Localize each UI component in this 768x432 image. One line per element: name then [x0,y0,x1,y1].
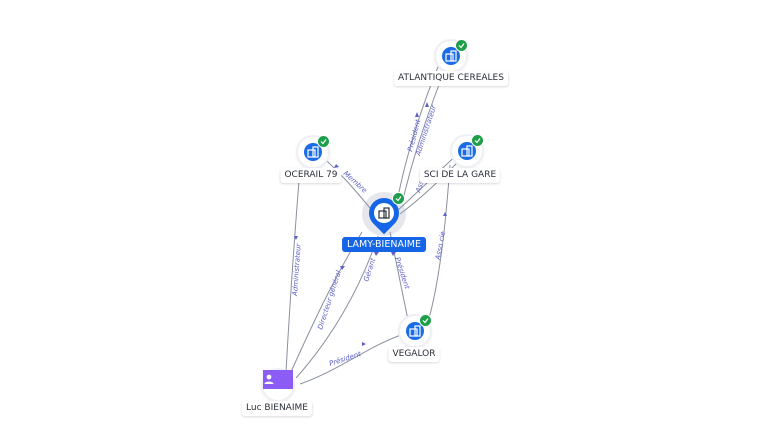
main-node-core [374,203,394,223]
check-icon [458,43,465,49]
company-node-core [406,322,424,340]
node-luc-bienaime[interactable] [263,370,293,400]
company-node-core [304,143,322,161]
edge-sci-vegalor [427,164,451,323]
verified-badge [419,314,432,327]
node-label-lamy-bienaime: LAMY-BIENAIME [342,237,426,252]
verified-badge [317,135,330,148]
edge-luc-lamy-gerant [295,235,379,379]
edge-luc-ocerail [285,167,301,373]
person-node-core [263,370,293,389]
node-label-vegalor: VEGALOR [388,347,440,362]
edge-arrow [391,252,396,256]
edge-arrow [362,342,366,346]
node-sci-de-la-gare[interactable] [452,134,484,166]
node-ocerail-79[interactable] [298,135,330,167]
edge-luc-vegalor [299,333,405,385]
verified-badge [455,39,468,52]
edge-arrow [294,236,298,240]
node-atlantique-cereales[interactable] [436,39,468,71]
edge-label-luc-lamy-dg: Directeur général [316,270,343,331]
check-icon [395,196,402,202]
edge-arrow [374,252,379,256]
edge-arrow [340,266,345,270]
edge-lamy-sci-2 [399,157,463,215]
node-label-sci-de-la-gare: SCI DE LA GARE [419,168,501,183]
check-icon [422,318,429,324]
company-node-core [458,142,476,160]
edge-arrow [334,164,339,168]
node-label-ocerail-79: OCERAIL 79 [280,168,342,183]
edge-arrow [443,212,447,216]
person-icon [264,374,274,384]
verified-badge [392,192,405,205]
edge-label-luc-ocerail: Administrateur [291,242,303,297]
map-pin-icon [362,191,406,235]
edge-label-luc-vegalor: Président [328,350,362,368]
edge-arrow [425,102,429,107]
check-icon [320,139,327,145]
edge-label-sci-vegalor: Asso cie [434,231,447,262]
node-lamy-bienaime[interactable] [362,191,406,236]
building-icon [378,207,390,219]
node-label-atlantique-cereales: ATLANTIQUE CEREALES [394,71,508,86]
edge-label-lamy-vegalor: Président [393,256,411,290]
company-node-core [442,47,460,65]
verified-badge [471,134,484,147]
edge-arrow [415,112,419,117]
check-icon [474,138,481,144]
node-vegalor[interactable] [400,314,432,346]
building-icon [409,325,421,337]
building-icon [307,146,319,158]
building-icon [445,50,457,62]
building-icon [461,145,473,157]
node-label-luc-bienaime: Luc BIENAIME [242,401,312,416]
